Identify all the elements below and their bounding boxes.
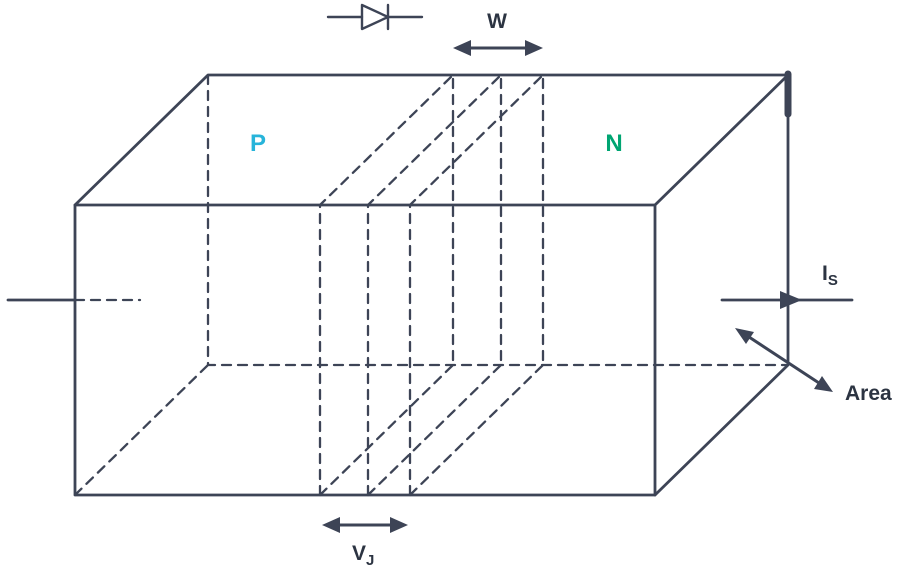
junction-voltage-label-subscript: J (366, 552, 374, 569)
diode-triangle (360, 3, 390, 31)
junction-voltage-label-base: V (352, 542, 366, 565)
depletion-plane-left (318, 73, 455, 497)
junction-voltage-arrow-left-head (322, 517, 340, 533)
area-arrow-shaft (747, 335, 821, 385)
box-hidden-edges (73, 73, 790, 497)
depletion-region-planes (318, 73, 545, 497)
hidden-bottom-left-edge (73, 363, 210, 497)
saturation-current-label-subscript: S (828, 272, 838, 289)
junction-voltage-label: VJ (352, 542, 374, 569)
width-arrow-right-head (525, 40, 543, 56)
junction-voltage-arrow-right-head (390, 517, 408, 533)
depletion-plane-junction (366, 73, 503, 497)
p-region-label: P (250, 130, 266, 157)
width-arrow-left-head (453, 40, 471, 56)
saturation-current-arrow-head (780, 291, 802, 309)
saturation-current-label: IS (822, 262, 838, 289)
box-right-face (653, 73, 790, 497)
hidden-back-edges (206, 73, 790, 367)
diode-symbol (326, 3, 424, 31)
area-label: Area (845, 382, 892, 405)
n-region-label: N (605, 130, 622, 157)
box-front-face (73, 203, 657, 497)
depletion-plane-right (408, 73, 545, 497)
arrowheads (322, 40, 833, 533)
area-arrow-upper-head (735, 328, 754, 344)
box-top-face (73, 73, 790, 207)
width-label: W (487, 10, 507, 33)
area-arrow-lower-head (814, 376, 833, 392)
saturation-current-label-base: I (822, 262, 828, 285)
